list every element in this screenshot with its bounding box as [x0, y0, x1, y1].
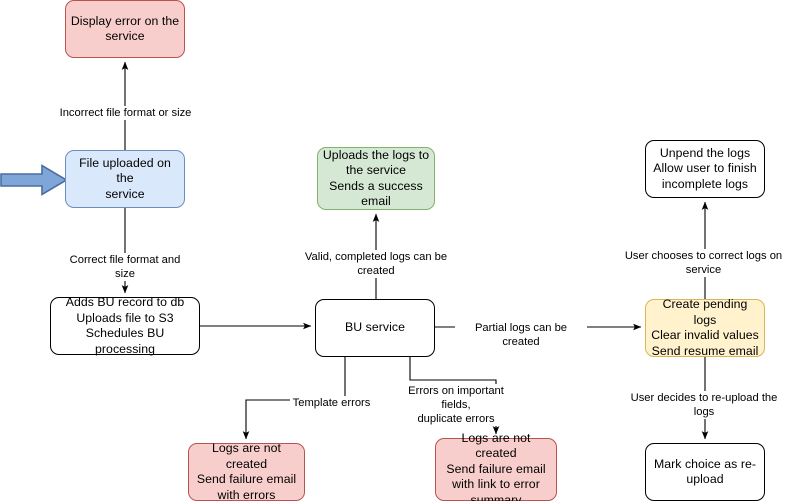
node-adds-bu-record[interactable]: Adds BU record to db Uploads file to S3 …	[50, 295, 200, 356]
input-block-arrow	[0, 164, 69, 196]
node-uploads-logs[interactable]: Uploads the logs to the service Sends a …	[317, 147, 435, 210]
node-logs-not-created-errors[interactable]: Logs are not created Send failure email …	[188, 441, 305, 501]
edge-label-incorrect-format: Incorrect file format or size	[57, 106, 194, 120]
node-mark-choice-reupload[interactable]: Mark choice as re- upload	[645, 443, 765, 501]
node-file-uploaded[interactable]: File uploaded on the service	[65, 150, 185, 208]
node-display-error[interactable]: Display error on the service	[65, 0, 185, 58]
edge-label-template-errors: Template errors	[290, 396, 373, 410]
node-bu-service[interactable]: BU service	[315, 299, 435, 357]
edge-label-partial-logs: Partial logs can be created	[455, 321, 587, 349]
edge-label-correct-format: Correct file format and size	[58, 253, 192, 281]
node-unpend-logs[interactable]: Unpend the logs Allow user to finish inc…	[645, 140, 765, 198]
node-create-pending-logs[interactable]: Create pending logs Clear invalid values…	[645, 297, 765, 358]
node-logs-not-created-link[interactable]: Logs are not created Send failure email …	[435, 431, 557, 501]
edge-label-errors-important: Errors on important fields, duplicate er…	[392, 384, 520, 426]
edge-label-user-corrects-logs: User chooses to correct logs on service	[607, 249, 800, 277]
edge-label-valid-logs: Valid, completed logs can be created	[286, 250, 466, 278]
edge-label-user-reupload: User decides to re-upload the logs	[617, 391, 791, 419]
